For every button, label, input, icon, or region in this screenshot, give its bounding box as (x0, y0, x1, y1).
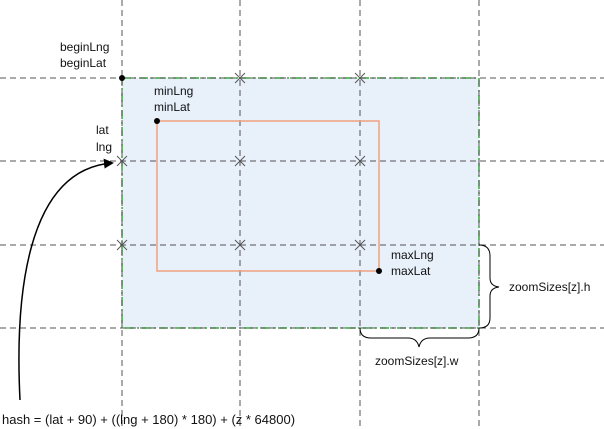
cross-marker (354, 239, 366, 251)
cross-marker (234, 239, 246, 251)
max-lat-label: maxLat (391, 264, 431, 278)
max-point (376, 268, 382, 274)
grid-intersections (116, 72, 366, 251)
tile-area (121, 77, 480, 329)
begin-lng-label: beginLng (60, 40, 109, 54)
zoom-width-label: zoomSizes[z].w (375, 354, 459, 368)
zoom-height-label: zoomSizes[z].h (509, 280, 590, 294)
cross-marker (116, 155, 128, 167)
min-point (154, 118, 160, 124)
cross-marker (234, 72, 246, 84)
max-lng-label: maxLng (391, 248, 434, 262)
cross-marker (354, 72, 366, 84)
min-lat-label: minLat (154, 100, 191, 114)
hash-arrow (18, 158, 114, 401)
cross-marker (116, 239, 128, 251)
cross-marker (234, 155, 246, 167)
begin-lat-label: beginLat (60, 56, 107, 70)
lng-label: lng (96, 140, 112, 154)
hash-formula: hash = (lat + 90) + ((lng + 180) * 180) … (2, 412, 295, 427)
begin-point (119, 75, 125, 81)
cross-marker (354, 155, 366, 167)
lat-label: lat (96, 123, 109, 137)
height-brace (478, 244, 500, 329)
width-brace (359, 327, 480, 348)
min-lng-label: minLng (154, 84, 193, 98)
bounding-box (156, 120, 380, 272)
